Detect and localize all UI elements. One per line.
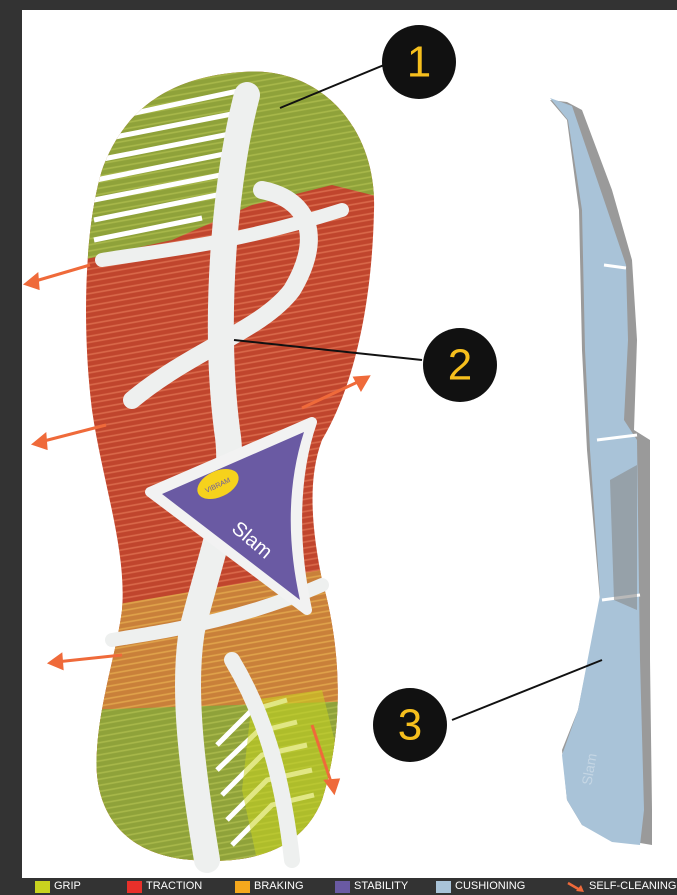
legend-item-braking: BRAKING — [235, 880, 304, 893]
arrow-icon — [26, 265, 90, 288]
outsole-diagram: VIBRAM Slam Slam 1 2 3 — [22, 10, 677, 878]
legend-item-cushioning: CUSHIONING — [436, 880, 525, 893]
callout-3-number: 3 — [398, 701, 422, 750]
callout-1-number: 1 — [407, 38, 431, 87]
arrow-icon — [34, 425, 106, 448]
legend-label-self-cleaning: SELF-CLEANING — [589, 880, 676, 893]
grip-swatch — [35, 881, 50, 893]
callout-2-number: 2 — [448, 341, 472, 390]
stability-swatch — [335, 881, 350, 893]
callout-1: 1 — [382, 25, 456, 99]
arrow-icon — [567, 881, 585, 893]
legend-item-self-cleaning: SELF-CLEANING — [567, 880, 676, 893]
legend: GRIP TRACTION BRAKING STABILITY CUSHIONI… — [0, 878, 677, 895]
legend-label-cushioning: CUSHIONING — [455, 880, 525, 893]
legend-item-stability: STABILITY — [335, 880, 408, 893]
legend-label-traction: TRACTION — [146, 880, 202, 893]
callout-2: 2 — [423, 328, 497, 402]
traction-swatch — [127, 881, 142, 893]
legend-label-braking: BRAKING — [254, 880, 304, 893]
legend-label-grip: GRIP — [54, 880, 81, 893]
cushioning-swatch — [436, 881, 451, 893]
midsole-insert — [610, 465, 637, 610]
legend-item-traction: TRACTION — [127, 880, 202, 893]
legend-label-stability: STABILITY — [354, 880, 408, 893]
side-profile-view: Slam — [550, 98, 652, 845]
legend-item-grip: GRIP — [35, 880, 81, 893]
diagram-panel: VIBRAM Slam Slam 1 2 3 — [22, 10, 677, 878]
braking-swatch — [235, 881, 250, 893]
callout-3: 3 — [373, 688, 447, 762]
